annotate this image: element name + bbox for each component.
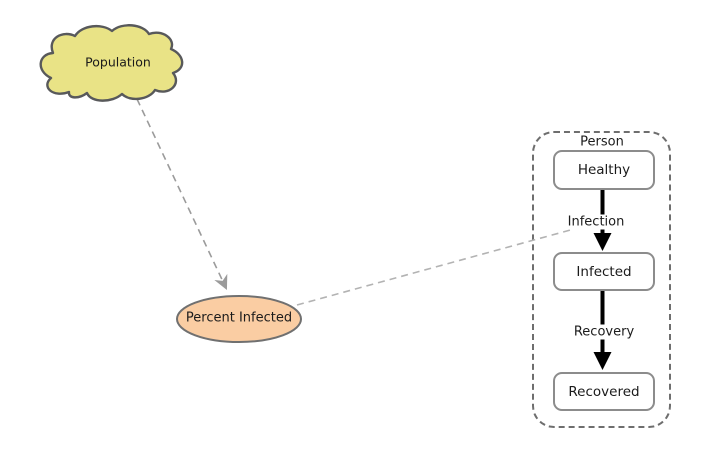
population-cloud-shape[interactable] <box>39 24 184 102</box>
person-group[interactable] <box>532 131 671 428</box>
percent-infected-ellipse[interactable] <box>176 295 302 343</box>
percent-infected-label: Percent Infected <box>185 310 293 326</box>
healthy-state-label: Healthy <box>577 162 631 178</box>
link-population-to-percent-infected[interactable] <box>136 98 228 290</box>
infection-transition-label[interactable]: Infection <box>564 214 628 230</box>
population-label: Population <box>85 54 151 70</box>
person-group-title: Person <box>580 134 624 150</box>
recovered-state-label: Recovered <box>568 383 640 400</box>
recovery-flow-arrow[interactable] <box>593 291 612 370</box>
infected-state-label: Infected <box>576 263 632 280</box>
recovery-transition-label[interactable]: Recovery <box>570 324 638 340</box>
healthy-state-box[interactable]: Healthy <box>553 150 655 190</box>
infected-state-box[interactable]: Infected <box>553 252 655 291</box>
link-percent-infected-to-infection[interactable] <box>296 228 575 306</box>
recovered-state-box[interactable]: Recovered <box>553 372 655 411</box>
